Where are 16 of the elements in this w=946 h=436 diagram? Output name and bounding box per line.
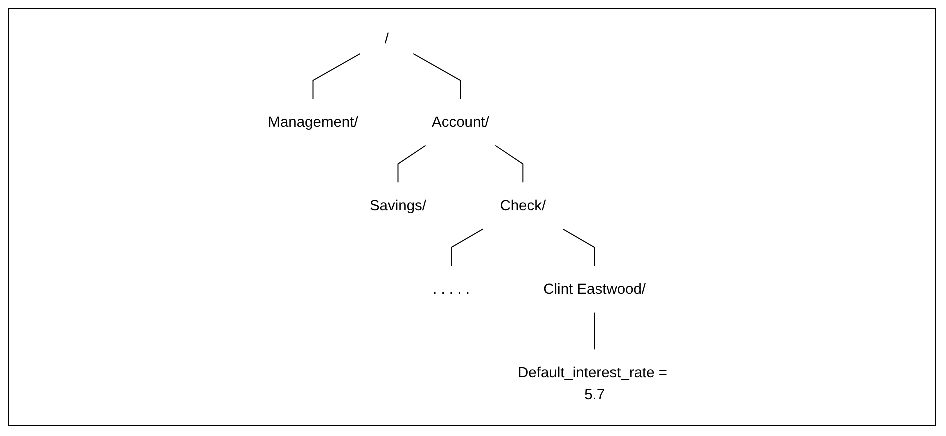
connector (450, 228, 484, 267)
node-text: Check/ (500, 197, 546, 214)
connector (412, 53, 461, 100)
node-text: / (384, 30, 389, 47)
node-text: Management/ (268, 114, 358, 130)
connector (594, 312, 595, 350)
connector (397, 145, 426, 184)
node-text: Default_interest_rate = 5.7 (518, 364, 668, 403)
diagram-frame: / Management/ Account/ Savings/ Check/ . . . . . Clint Eastwood/ Default_interest_rate = 5.7 (8, 8, 936, 426)
node-text: . . . . . (432, 280, 470, 298)
node-text: Clint Eastwood/ (543, 280, 646, 298)
connector (312, 53, 360, 100)
node-text: Account/ (432, 114, 489, 130)
node-text: Savings/ (370, 197, 426, 214)
connector (562, 228, 595, 267)
connector (494, 145, 524, 184)
